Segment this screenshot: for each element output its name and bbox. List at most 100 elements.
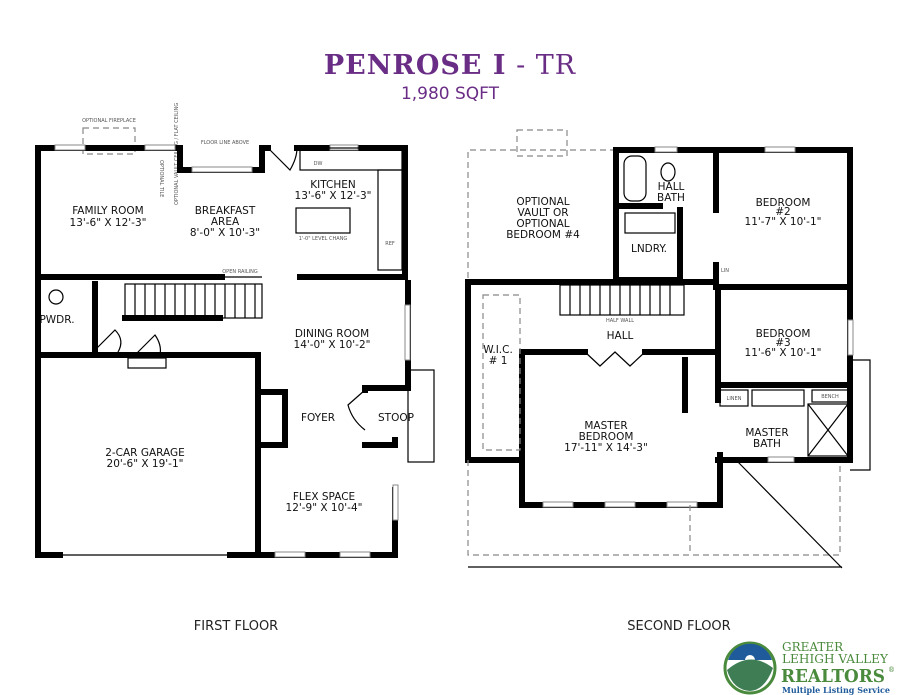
kitchen-side-counter <box>377 169 403 271</box>
room-label-optional-1: OPTIONAL <box>516 196 569 208</box>
room-dims-dining: 14'-0" X 10'-2" <box>294 339 371 351</box>
room-label-bedroom3: BEDROOM <box>756 328 811 340</box>
stoop-outline <box>407 369 435 463</box>
tile-note: OPTIONAL TILE <box>158 160 164 197</box>
room-dims-bedroom3: 11'-6" X 10'-1" <box>745 347 822 359</box>
room-label-wic: W.I.C. <box>483 344 513 356</box>
half-wall-note: HALF WALL <box>606 318 634 324</box>
bathtub <box>623 155 647 202</box>
room-number-bedroom3: #3 <box>775 337 790 349</box>
room-label-optional-3: OPTIONAL <box>516 218 569 230</box>
room-dims-bedroom2: 11'-7" X 10'-1" <box>745 216 822 228</box>
room-label-powder: PWDR. <box>39 314 74 326</box>
room-label-breakfast: BREAKFAST <box>195 205 256 217</box>
fireplace-outline-upper <box>516 129 568 157</box>
room-label-optional-4: BEDROOM #4 <box>506 229 580 241</box>
room-label-master-bath-2: BATH <box>753 438 781 450</box>
second-floor-plan: HALF WALL LINEN LIN BENCH OPTIONAL VAULT… <box>465 129 871 634</box>
window <box>767 456 795 463</box>
room-label-laundry: LNDRY. <box>631 243 667 255</box>
second-floor-walls <box>465 147 853 508</box>
window <box>392 484 399 521</box>
room-label-dining: DINING ROOM <box>295 328 369 340</box>
first-floor-interior-walls <box>35 274 408 558</box>
powder-door-swing <box>94 329 122 353</box>
glvr-logo: GREATER LEHIGH VALLEY REALTORS ® Multipl… <box>723 640 895 695</box>
toilet-icon <box>48 289 64 305</box>
fireplace-note: OPTIONAL FIREPLACE <box>82 118 136 124</box>
window <box>404 304 411 361</box>
room-label-hall-bath: HALL <box>658 181 685 193</box>
logo-text-lehigh-valley: LEHIGH VALLEY <box>782 652 889 666</box>
plan-variant: - TR <box>506 50 577 81</box>
window <box>542 501 574 508</box>
porch-roof-outline <box>467 460 841 556</box>
bench <box>811 389 849 403</box>
room-label-optional-2: VAULT OR <box>517 207 568 219</box>
room-label-master-bath: MASTER <box>745 427 788 439</box>
staircase <box>124 283 263 319</box>
room-label-stoop: STOOP <box>378 412 414 424</box>
room-label-family: FAMILY ROOM <box>72 205 144 217</box>
window <box>654 146 678 153</box>
room-dims-master: 17'-11" X 14'-3" <box>564 442 648 454</box>
window <box>191 166 253 173</box>
toilet-icon <box>660 162 676 182</box>
washer-dryer <box>624 212 676 234</box>
first-floor-caption: FIRST FLOOR <box>194 619 278 634</box>
first-floor-plan: OPTIONAL FIREPLACE FLOOR LINE ABOVE OPTI… <box>35 103 435 634</box>
room-label-breakfast-2: AREA <box>211 216 240 228</box>
plan-title: PENROSE I - TR <box>0 50 900 81</box>
linen-closet <box>719 389 749 407</box>
logo-text-greater: GREATER <box>782 640 844 654</box>
room-label-hall: HALL <box>607 330 634 342</box>
garage-step <box>127 357 167 369</box>
shower-drain-lines <box>807 403 849 457</box>
linen-note: LINEN <box>727 396 742 402</box>
level-change-note: 1'-0" LEVEL CHANG <box>299 236 348 242</box>
room-label-garage: 2-CAR GARAGE <box>105 447 185 459</box>
square-footage: 1,980 SQFT <box>400 84 500 104</box>
window <box>144 144 176 151</box>
front-door-swing <box>347 389 366 431</box>
entry-door-swing <box>267 147 298 171</box>
dishwasher-label: DW <box>314 161 323 167</box>
room-number-wic: # 1 <box>489 355 508 367</box>
window <box>54 144 86 151</box>
open-railing-note: OPEN RAILING <box>222 269 258 275</box>
room-label-bedroom2: BEDROOM <box>756 197 811 209</box>
fireplace-outline <box>82 127 136 155</box>
bench-note: BENCH <box>821 394 839 400</box>
room-label-hall-bath-2: BATH <box>657 192 685 204</box>
logo-hills <box>727 659 773 691</box>
roof-edge <box>468 359 871 569</box>
room-dims-breakfast: 8'-0" X 10'-3" <box>190 227 260 239</box>
room-label-kitchen: KITCHEN <box>310 179 356 191</box>
room-dims-garage: 20'-6" X 19'-1" <box>107 458 184 470</box>
logo-registered-mark: ® <box>888 666 895 674</box>
garage-door-swing <box>134 334 162 356</box>
kitchen-island <box>295 207 351 234</box>
second-floor-caption: SECOND FLOOR <box>627 619 730 634</box>
window <box>604 501 636 508</box>
room-dims-kitchen: 13'-6" X 12'-3" <box>295 190 372 202</box>
double-vanity <box>751 389 805 407</box>
window <box>666 501 698 508</box>
room-label-flex: FLEX SPACE <box>293 491 355 503</box>
room-label-master: MASTER <box>584 420 627 432</box>
window <box>847 319 854 356</box>
logo-text-realtors: REALTORS <box>781 666 885 687</box>
staircase-upper <box>559 284 685 316</box>
fridge-label: REF <box>385 241 395 247</box>
master-double-door <box>584 351 646 367</box>
window <box>339 551 371 558</box>
logo-text-mls: Multiple Listing Service <box>782 686 891 695</box>
wic-shelf-outline <box>482 294 521 451</box>
lin-note: LIN <box>721 268 729 274</box>
window <box>764 146 796 153</box>
floor-line-note: FLOOR LINE ABOVE <box>201 140 249 146</box>
room-number-bedroom2: #2 <box>775 206 790 218</box>
stair-treads <box>569 285 671 315</box>
shower <box>807 403 849 457</box>
